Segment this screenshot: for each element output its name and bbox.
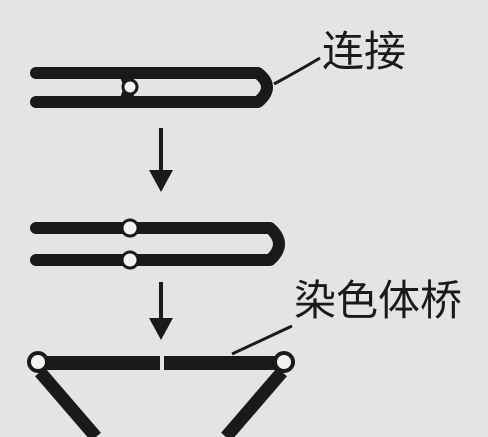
centromere-upper [120,218,140,238]
bridge-leader-line [231,324,293,356]
right-chromatid-pair [134,67,273,108]
down-arrow-icon [149,128,173,192]
connection-label: 连接 [322,27,406,76]
dicentric-chromosome-stage-2 [30,218,285,270]
connection-leader-line [273,56,321,86]
right-pole-centromere [273,351,295,373]
down-arrow-icon [149,282,173,340]
centromere-lower [120,250,140,270]
chromosome-bridge-label: 染色体桥 [294,276,462,325]
centromere [121,78,139,96]
left-pole-centromere [27,351,49,373]
left-chromatid-pair [30,67,135,108]
left-pulled-arm [35,367,101,437]
chromosome-bridge-stage-3 [27,324,295,437]
fused-chromosomes-stage-1 [30,56,321,108]
right-pulled-arm [221,367,287,437]
dicentric-left-arms [30,222,285,266]
